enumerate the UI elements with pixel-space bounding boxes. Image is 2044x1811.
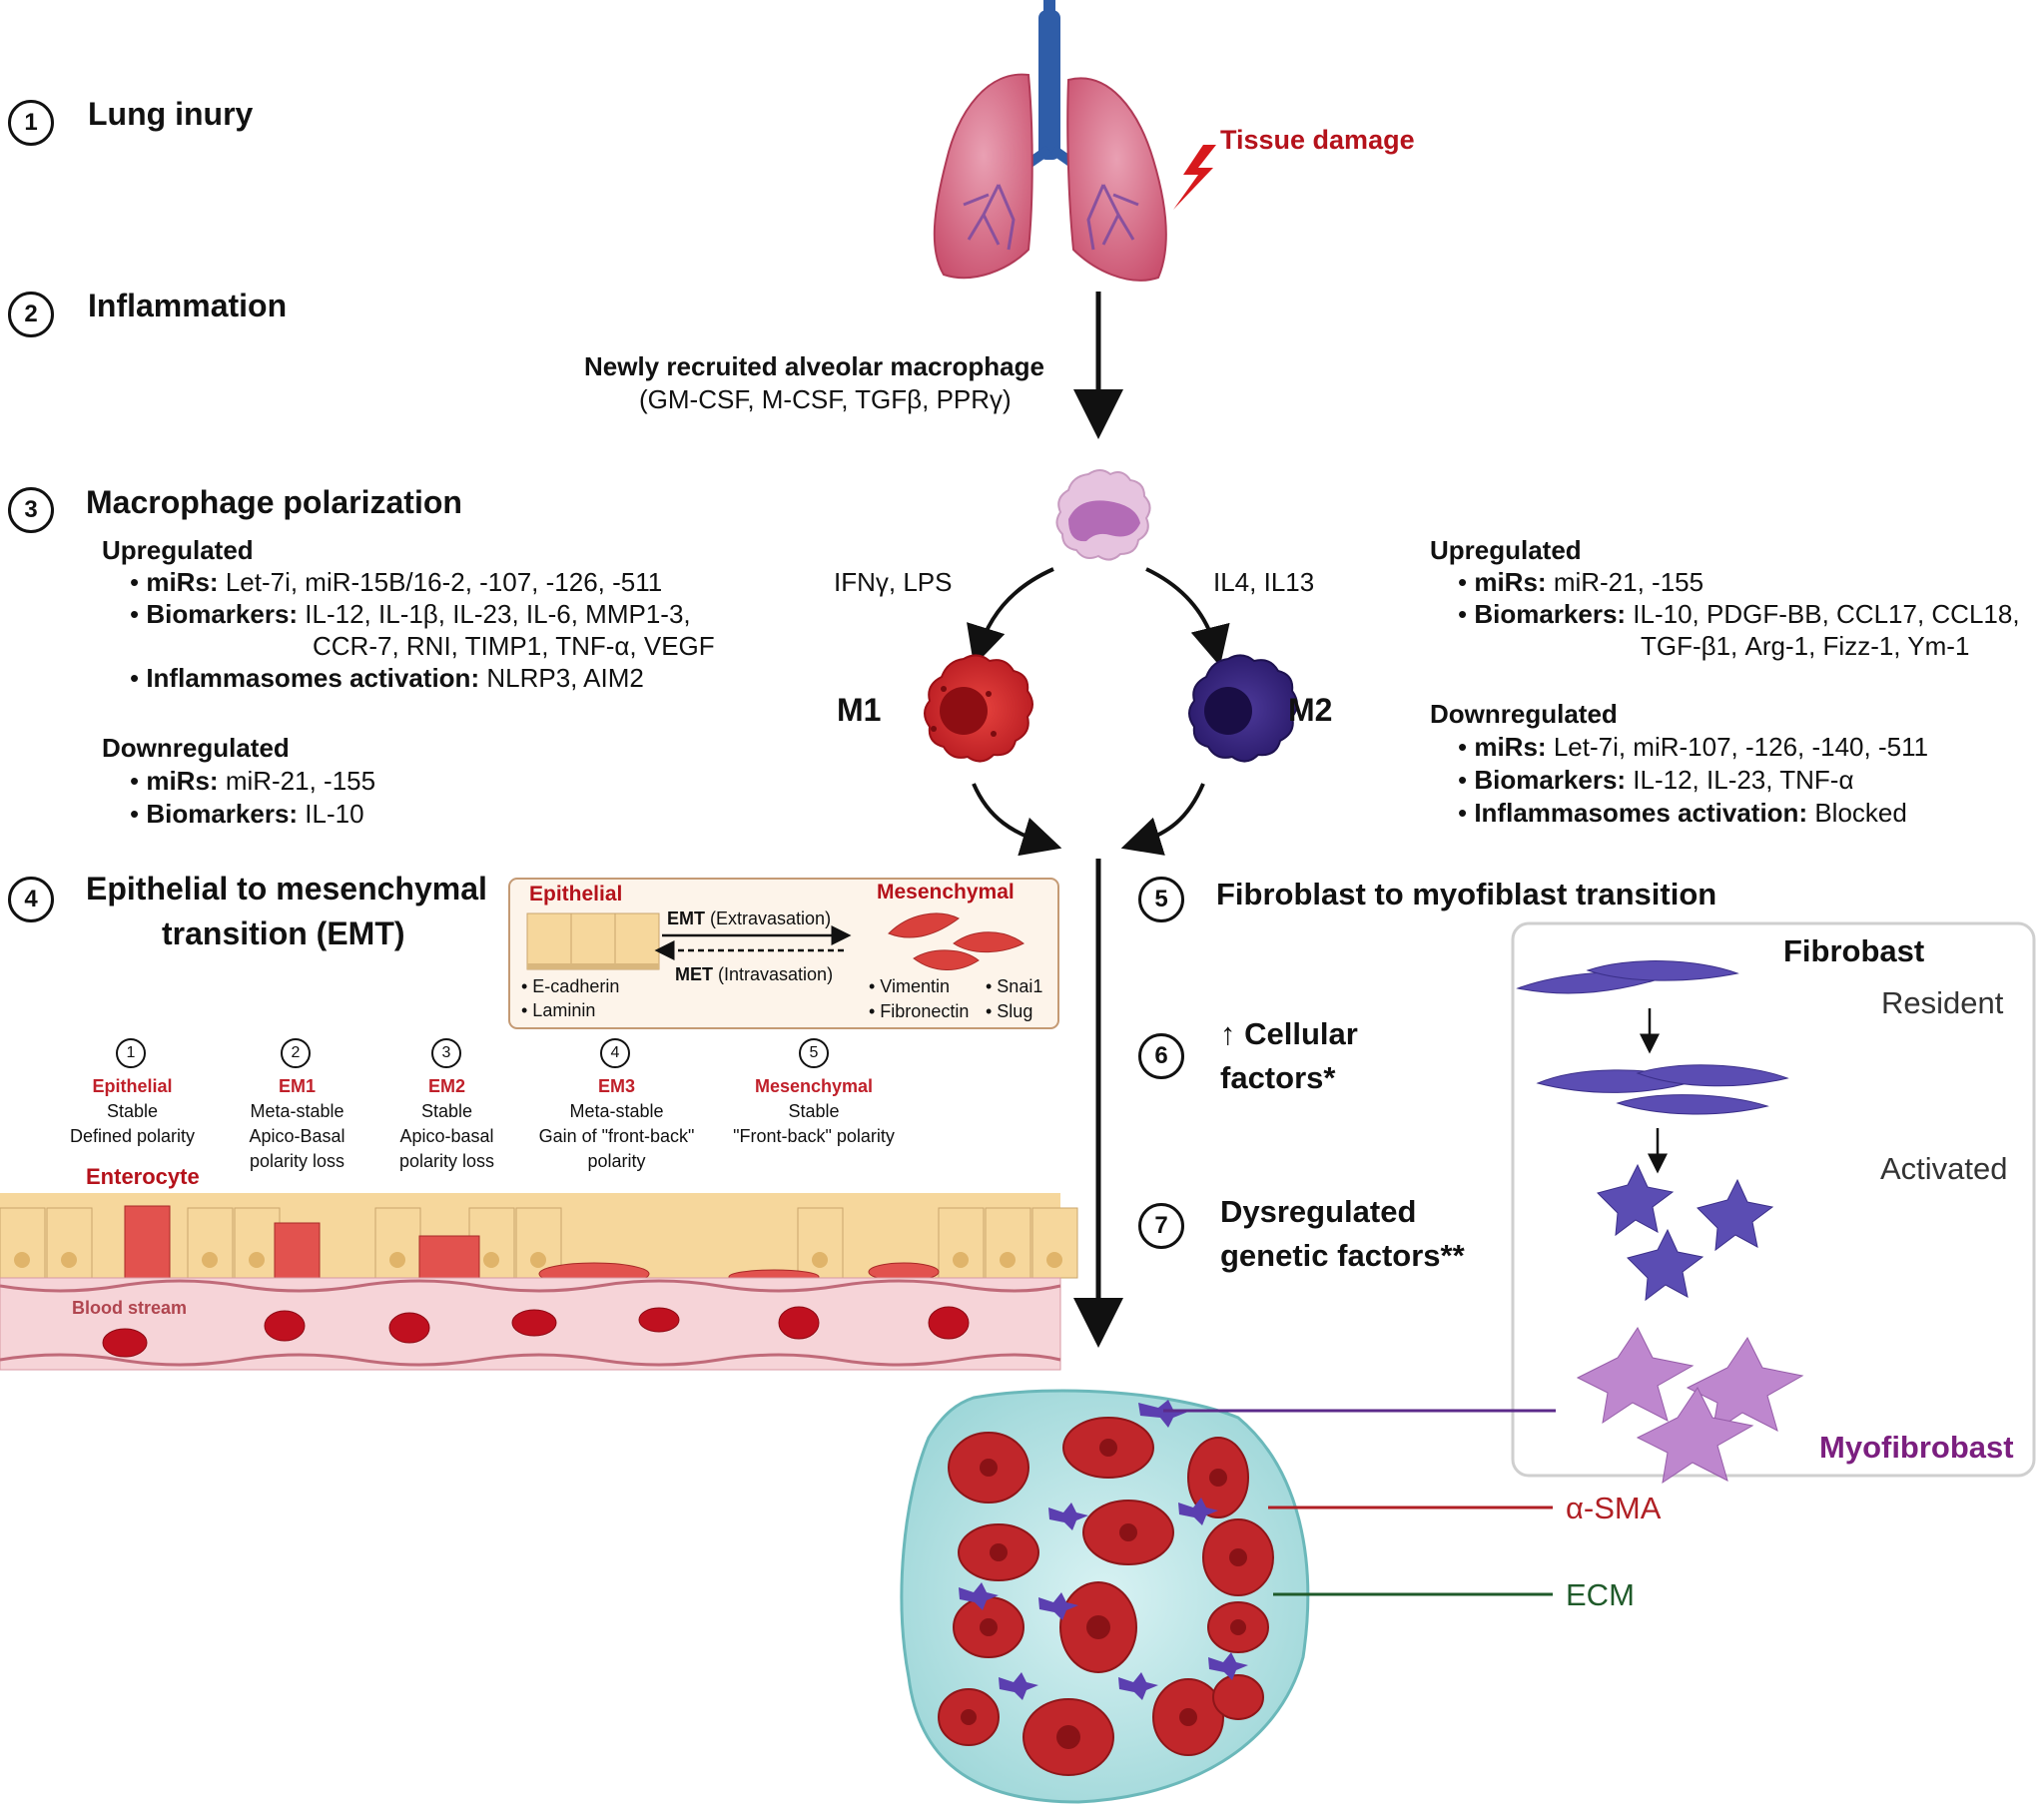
- step-7-title-2: genetic factors**: [1220, 1238, 1465, 1273]
- lightning-icon: [1173, 145, 1216, 210]
- m1-stimuli: IFNγ, LPS: [834, 567, 953, 597]
- step-5-title: Fibroblast to myofiblast transition: [1216, 877, 1717, 911]
- enterocyte-nucleus: [202, 1252, 218, 1268]
- step-1-badge: 1: [8, 100, 54, 146]
- enterocyte-nucleus: [14, 1252, 30, 1268]
- m1-down-mirs: • miRs: miR-21, -155: [130, 766, 376, 796]
- blood-stream-label: Blood stream: [72, 1298, 188, 1318]
- mesenchymal-cells-icon: [888, 912, 1024, 970]
- m1-up-biomarkers: • Biomarkers: IL-12, IL-1β, IL-23, IL-6,…: [130, 599, 691, 629]
- enterocyte-nucleus: [953, 1252, 969, 1268]
- epi-marker-2: • Laminin: [521, 1000, 596, 1020]
- transitioning-cell: [274, 1222, 321, 1279]
- m2-macrophage: [1188, 654, 1298, 763]
- lung-illustration: [933, 0, 1216, 282]
- emt-mesenchymal-label: Mesenchymal: [877, 881, 1015, 904]
- transitioning-cell: [418, 1235, 480, 1279]
- emt-state-5-badge: 5: [799, 1038, 829, 1068]
- resident-fibroblasts-2-icon: [1536, 1064, 1789, 1115]
- enterocyte-nucleus: [1046, 1252, 1062, 1268]
- fibroblast-panel: [1511, 921, 2036, 1478]
- enterocyte-nucleus: [1000, 1252, 1016, 1268]
- activated-fibroblasts-icon: [1597, 1163, 1774, 1302]
- step-1-title: Lung inury: [88, 96, 254, 132]
- epithelial-cells-icon: [526, 912, 660, 970]
- step-4-title-1: Epithelial to mesenchymal: [86, 871, 487, 906]
- m1-macrophage: [924, 654, 1033, 763]
- step-6-badge: 6: [1138, 1033, 1184, 1079]
- m2-down-mirs: • miRs: Let-7i, miR-107, -126, -140, -51…: [1458, 732, 1929, 762]
- emt-epithelial-label: Epithelial: [529, 883, 623, 906]
- m2-down-inflammasome: • Inflammasomes activation: Blocked: [1458, 798, 1907, 828]
- step-3-badge: 3: [8, 487, 54, 533]
- activated-label: Activated: [1880, 1151, 2008, 1186]
- enterocyte-label: Enterocyte: [86, 1164, 200, 1189]
- step-4-title-2: transition (EMT): [162, 915, 405, 951]
- resident-fibroblasts-icon: [1516, 960, 1739, 994]
- m1-up-biomarkers-2: CCR-7, RNI, TIMP1, TNF-α, VEGF: [313, 631, 715, 661]
- mes-marker-3: • Snai1: [986, 976, 1043, 996]
- m1-up-mirs: • miRs: Let-7i, miR-15B/16-2, -107, -126…: [130, 567, 663, 597]
- resident-label: Resident: [1881, 985, 2004, 1020]
- m2-up-biomarkers: • Biomarkers: IL-10, PDGF-BB, CCL17, CCL…: [1458, 599, 2020, 629]
- asma-label: α-SMA: [1566, 1491, 1662, 1525]
- mes-marker-1: • Vimentin: [869, 976, 951, 996]
- step-2-badge: 2: [8, 292, 54, 337]
- m1-down-biomarkers: • Biomarkers: IL-10: [130, 799, 364, 829]
- fibrotic-tissue: [900, 1389, 1310, 1804]
- recruit-title: Newly recruited alveolar macrophage: [584, 351, 1044, 381]
- enterocyte-nucleus: [389, 1252, 405, 1268]
- mes-marker-2: • Fibronectin: [869, 1001, 970, 1021]
- enterocyte-nucleus: [530, 1252, 546, 1268]
- met-arrow-label: MET (Intravasation): [675, 964, 834, 984]
- emt-state-4-badge: 4: [600, 1038, 630, 1068]
- m2-up-title: Upregulated: [1430, 535, 1582, 565]
- epi-marker-1: • E-cadherin: [521, 976, 620, 996]
- myofibroblasts-icon: [1576, 1327, 1804, 1485]
- ecm-label: ECM: [1566, 1577, 1635, 1612]
- mes-marker-4: • Slug: [986, 1001, 1033, 1021]
- m1-up-inflammasome: • Inflammasomes activation: NLRP3, AIM2: [130, 663, 644, 693]
- emt-state-2-badge: 2: [281, 1038, 311, 1068]
- m2-up-biomarkers-2: TGF-β1, Arg-1, Fizz-1, Ym-1: [1641, 631, 1970, 661]
- enterocyte-nucleus: [483, 1252, 499, 1268]
- epithelial-tissue-strip: [0, 1193, 1078, 1371]
- fibroblast-title: Fibrobast: [1783, 933, 1925, 968]
- m2-down-biomarkers: • Biomarkers: IL-12, IL-23, TNF-α: [1458, 765, 1854, 795]
- recruit-factors: (GM-CSF, M-CSF, TGFβ, PPRγ): [639, 384, 1012, 414]
- transitioning-cell: [124, 1205, 171, 1279]
- step-7-title-1: Dysregulated: [1220, 1194, 1417, 1229]
- m2-down-title: Downregulated: [1430, 699, 1618, 729]
- step-7-badge: 7: [1138, 1203, 1184, 1249]
- m1-up-title: Upregulated: [102, 535, 254, 565]
- enterocyte-nucleus: [61, 1252, 77, 1268]
- step-6-title-1: ↑ Cellular: [1220, 1016, 1358, 1051]
- naive-macrophage: [1055, 469, 1151, 561]
- emt-state-1-badge: 1: [116, 1038, 146, 1068]
- emt-arrow-label: EMT (Extravasation): [667, 908, 832, 928]
- m1-down-title: Downregulated: [102, 733, 290, 763]
- tissue-damage-label: Tissue damage: [1220, 125, 1415, 155]
- m2-stimuli: IL4, IL13: [1213, 567, 1315, 597]
- step-4-badge: 4: [8, 877, 54, 922]
- enterocyte-nucleus: [812, 1252, 828, 1268]
- m1-label: M1: [837, 692, 882, 728]
- enterocyte-cell: [797, 1207, 844, 1279]
- enterocyte-nucleus: [249, 1252, 265, 1268]
- step-2-title: Inflammation: [88, 288, 288, 323]
- myofibroblast-label: Myofibrobast: [1819, 1430, 2014, 1465]
- step-3-title: Macrophage polarization: [86, 484, 462, 520]
- m2-label: M2: [1288, 692, 1333, 728]
- step-5-badge: 5: [1138, 877, 1184, 922]
- step-6-title-2: factors*: [1220, 1060, 1336, 1095]
- m2-up-mirs: • miRs: miR-21, -155: [1458, 567, 1704, 597]
- emt-state-3-badge: 3: [431, 1038, 461, 1068]
